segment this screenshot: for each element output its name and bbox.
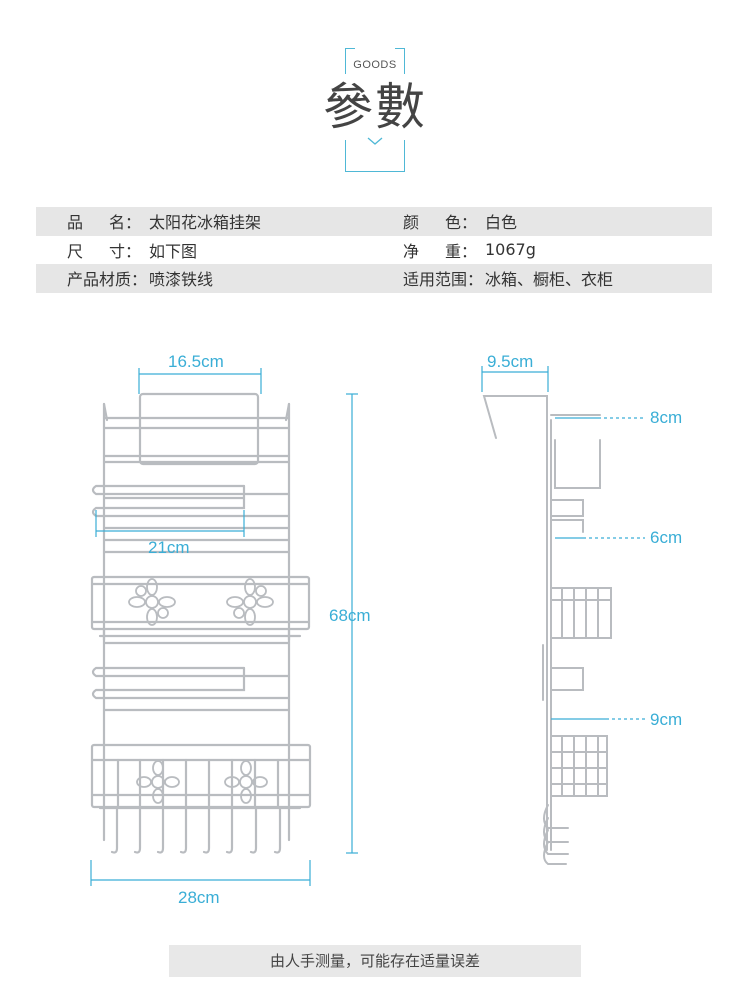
header-eyebrow: GOODS — [353, 59, 397, 71]
measurement-note: 由人手测量，可能存在适量误差 — [169, 945, 581, 977]
page-title: 參數 — [305, 74, 445, 140]
spec-row: 尺寸： 如下图 净重： 1067g — [36, 236, 712, 265]
dim-shelf-bottom: 9cm — [650, 710, 683, 729]
dim-shelf-top: 8cm — [650, 408, 683, 427]
spec-label-name: 品名： — [67, 213, 141, 233]
chevron-down-icon — [367, 137, 383, 145]
spec-value-color: 白色 — [485, 213, 518, 233]
dim-shelf-mid: 6cm — [650, 528, 683, 547]
spec-label-material: 产品材质： — [67, 270, 148, 290]
spec-value-material: 喷漆铁线 — [149, 270, 214, 290]
dim-towel-bar: 21cm — [148, 538, 190, 557]
side-dimension-lines — [481, 366, 645, 720]
spec-value-name: 太阳花冰箱挂架 — [149, 213, 262, 233]
dim-top-width: 16.5cm — [168, 352, 224, 371]
dim-height: 68cm — [329, 606, 371, 625]
spec-label-size: 尺寸： — [67, 241, 141, 261]
spec-label-weight: 净重： — [403, 241, 477, 261]
spec-value-size: 如下图 — [149, 241, 198, 261]
spec-row: 品名： 太阳花冰箱挂架 颜色： 白色 — [36, 207, 712, 236]
front-dimension-lines — [90, 368, 358, 886]
dim-depth: 9.5cm — [487, 352, 534, 371]
spec-value-weight: 1067g — [485, 240, 536, 260]
spec-table: 品名： 太阳花冰箱挂架 颜色： 白色 尺寸： 如下图 净重： 1067g 产品材… — [36, 207, 712, 293]
spec-label-color: 颜色： — [403, 213, 477, 233]
spec-label-usage: 适用范围： — [403, 270, 484, 290]
spec-value-usage: 冰箱、橱柜、衣柜 — [485, 270, 614, 290]
spec-row: 产品材质： 喷漆铁线 适用范围： 冰箱、橱柜、衣柜 — [36, 264, 712, 293]
dim-bottom-width: 28cm — [178, 888, 220, 907]
front-view-rack — [90, 392, 312, 854]
side-view-rack — [482, 395, 612, 865]
